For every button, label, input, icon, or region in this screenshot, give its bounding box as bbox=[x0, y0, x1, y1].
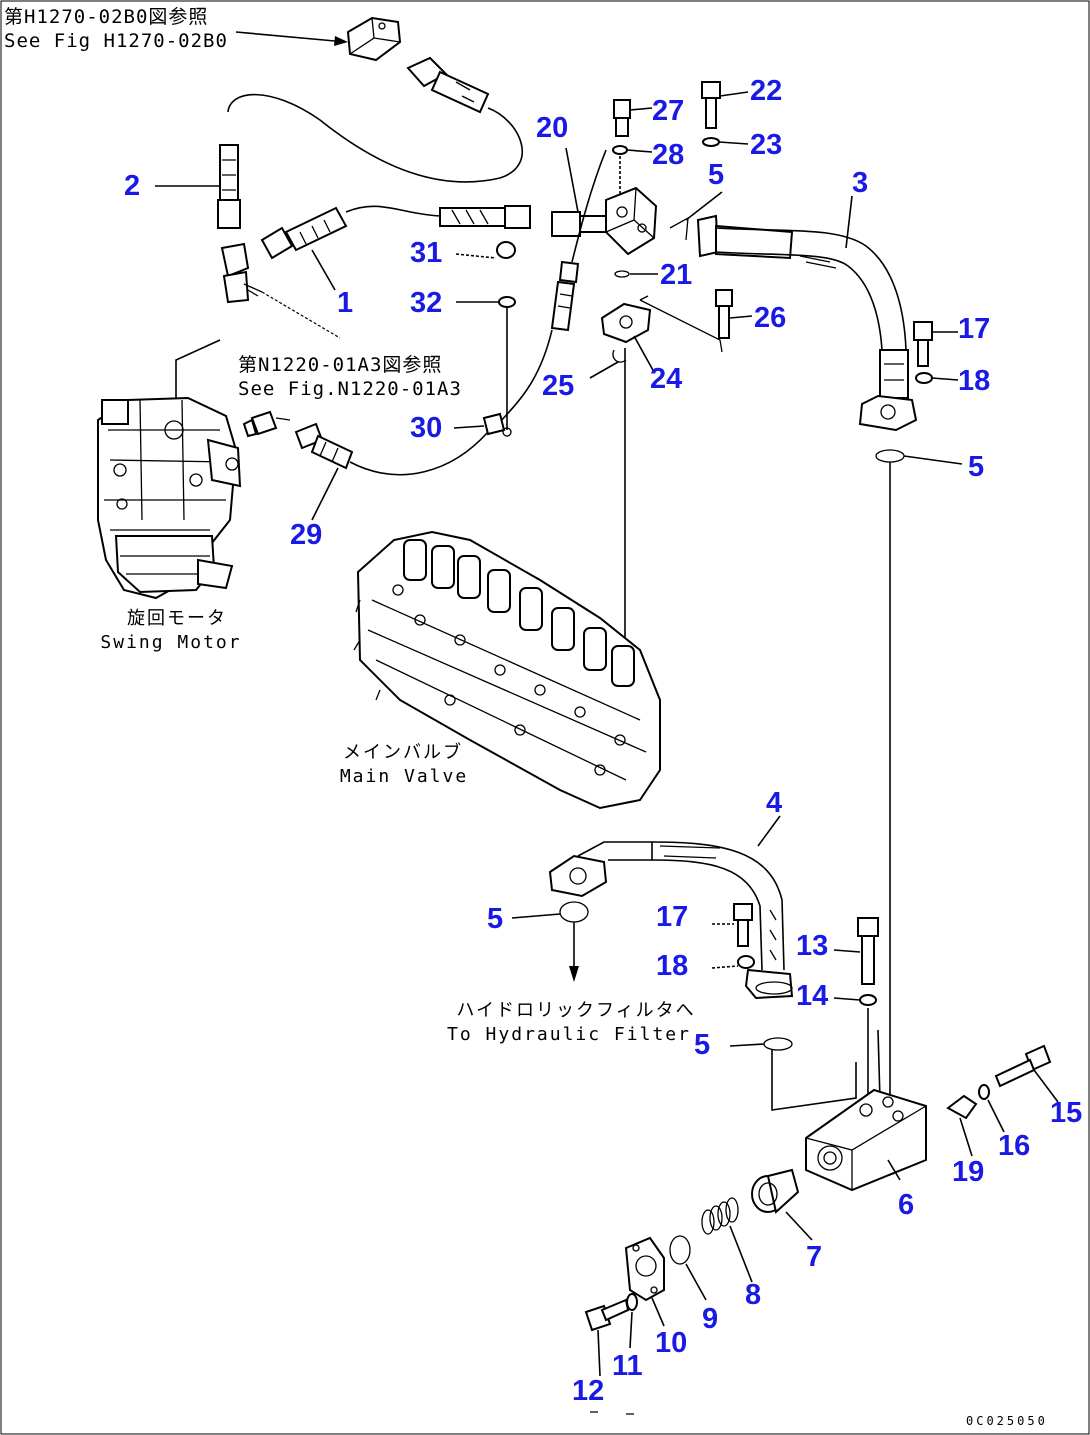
callout-22: 22 bbox=[750, 75, 783, 107]
callout-6: 6 bbox=[898, 1189, 915, 1221]
main-valve-drawing bbox=[353, 530, 661, 810]
part-17-bolt-upper bbox=[913, 321, 933, 367]
reference-top-en: See Fig H1270-02B0 bbox=[4, 30, 228, 52]
part-12-bolt bbox=[584, 1298, 630, 1332]
callout-18-upper: 18 bbox=[958, 365, 991, 397]
callout-14: 14 bbox=[796, 980, 829, 1012]
part-2-adapter bbox=[220, 242, 263, 304]
motor-fitting bbox=[242, 410, 291, 438]
callout-5-left: 5 bbox=[487, 903, 504, 935]
callout-7: 7 bbox=[806, 1241, 823, 1273]
part-29-hose bbox=[294, 422, 354, 470]
part-26-bolt bbox=[715, 289, 733, 339]
part-14-washer bbox=[859, 994, 877, 1006]
callout-26: 26 bbox=[754, 302, 787, 334]
part-6-block bbox=[805, 1088, 927, 1192]
part-9-oring bbox=[669, 1235, 691, 1265]
callout-2: 2 bbox=[124, 170, 141, 202]
callout-21: 21 bbox=[660, 259, 693, 291]
callout-20: 20 bbox=[536, 112, 569, 144]
part-16-washer bbox=[978, 1084, 990, 1100]
callout-23: 23 bbox=[750, 129, 783, 161]
reference-mid-jp: 第N1220-01A3図参照 bbox=[238, 354, 443, 376]
callout-5-top: 5 bbox=[708, 159, 725, 191]
swing-motor-label-jp: 旋回モータ bbox=[127, 608, 227, 629]
top-fitting-block bbox=[235, 16, 402, 62]
callout-8: 8 bbox=[745, 1279, 762, 1311]
part-18-washer-upper bbox=[915, 372, 933, 384]
reference-mid-en: See Fig.N1220-01A3 bbox=[238, 378, 462, 400]
filter-label-jp: ハイドロリックフィルタへ bbox=[456, 1000, 696, 1021]
callout-19: 19 bbox=[952, 1156, 985, 1188]
callout-18-lower: 18 bbox=[656, 950, 689, 982]
callout-30: 30 bbox=[410, 412, 443, 444]
swing-motor-drawing bbox=[97, 396, 242, 600]
drawing-code: 0C025050 bbox=[966, 1414, 1048, 1428]
part-10-cover bbox=[624, 1236, 665, 1302]
part-32-washer bbox=[498, 296, 516, 308]
part-31-plug bbox=[496, 241, 516, 259]
callout-28: 28 bbox=[652, 139, 685, 171]
callout-15: 15 bbox=[1050, 1097, 1083, 1129]
callout-10: 10 bbox=[655, 1327, 688, 1359]
swing-motor-label-en: Swing Motor bbox=[100, 632, 242, 653]
part-1-hose bbox=[260, 205, 531, 260]
part-24-flange bbox=[600, 302, 652, 344]
part-5-oring-upper bbox=[875, 449, 905, 463]
callout-5-right: 5 bbox=[968, 451, 985, 483]
callout-17-lower: 17 bbox=[656, 901, 689, 933]
part-21-oring bbox=[614, 270, 630, 278]
callout-4: 4 bbox=[766, 787, 783, 819]
callout-1: 1 bbox=[337, 287, 354, 319]
main-valve-label-en: Main Valve bbox=[339, 766, 469, 787]
callout-3: 3 bbox=[852, 167, 869, 199]
part-23-washer bbox=[702, 137, 720, 147]
top-hose-fitting bbox=[406, 56, 490, 114]
part-27-plug bbox=[613, 99, 631, 137]
part-17-bolt-lower bbox=[733, 903, 753, 947]
part-8-spring bbox=[701, 1197, 739, 1235]
callout-16: 16 bbox=[998, 1130, 1031, 1162]
callout-25: 25 bbox=[542, 370, 575, 402]
callout-11: 11 bbox=[612, 1350, 643, 1382]
part-5-oring-lower bbox=[763, 1037, 793, 1051]
valve-block bbox=[605, 186, 658, 256]
filter-label-en: To Hydraulic Filter bbox=[447, 1024, 691, 1045]
part-7-valve bbox=[751, 1168, 800, 1214]
part-4-hose bbox=[548, 841, 794, 1000]
part-18-washer-lower bbox=[737, 955, 755, 969]
callout-12: 12 bbox=[572, 1375, 605, 1407]
callout-9: 9 bbox=[702, 1303, 719, 1335]
reference-top-jp: 第H1270-02B0図参照 bbox=[4, 6, 209, 28]
main-valve-label-jp: メインバルブ bbox=[343, 742, 463, 763]
part-2-tube bbox=[217, 144, 241, 229]
part-28-oring bbox=[612, 145, 628, 155]
callout-17-upper: 17 bbox=[958, 313, 991, 345]
part-30-tee bbox=[482, 412, 512, 437]
part-22-bolt bbox=[701, 81, 721, 129]
part-15-bolt bbox=[994, 1044, 1052, 1088]
part-3-hose bbox=[696, 214, 918, 432]
callout-24: 24 bbox=[650, 363, 683, 395]
callout-29: 29 bbox=[290, 519, 323, 551]
callout-27: 27 bbox=[652, 95, 685, 127]
part-13-bolt bbox=[857, 917, 879, 985]
callout-5-lower: 5 bbox=[694, 1029, 711, 1061]
callout-32: 32 bbox=[410, 287, 443, 319]
callout-31: 31 bbox=[410, 237, 443, 269]
part-5-oring-left bbox=[559, 901, 589, 923]
callout-13: 13 bbox=[796, 930, 829, 962]
part-19-bracket bbox=[946, 1094, 978, 1120]
